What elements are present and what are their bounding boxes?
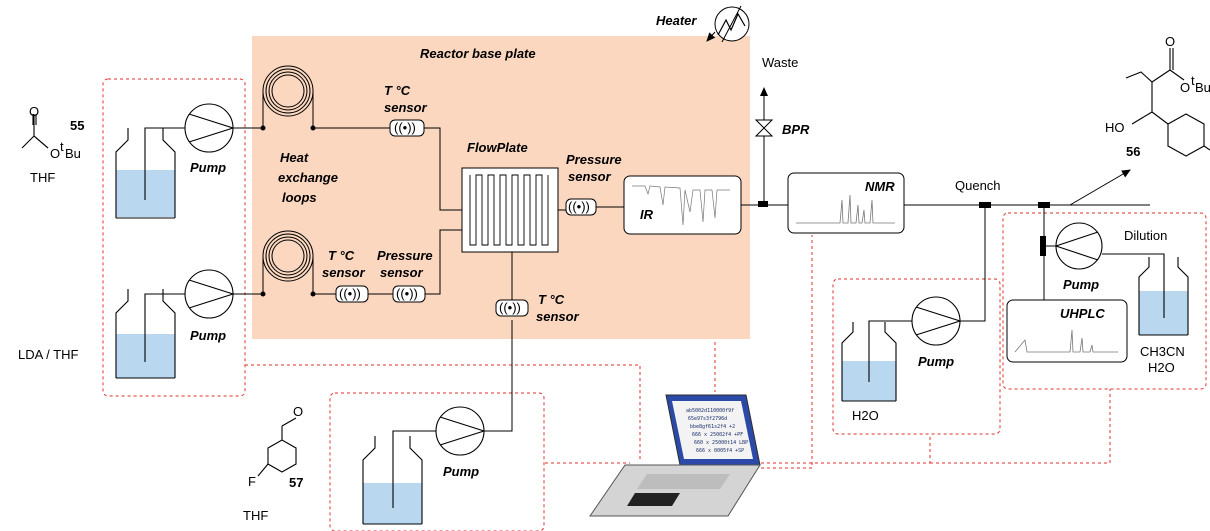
t-sensor-2-line1: T °C xyxy=(328,248,355,263)
screen-line-1: ab5002d110000f9f xyxy=(686,408,734,414)
screen-line-5: 660 x 25000t14 LBP xyxy=(694,440,748,446)
pump-icon xyxy=(435,406,486,456)
compound-56-label: 56 xyxy=(1126,144,1140,159)
chem-o: O xyxy=(29,104,39,119)
pump-label-h2o: Pump xyxy=(918,354,954,369)
svg-text:((•)): ((•)) xyxy=(394,120,416,135)
valve-icon xyxy=(754,119,774,137)
solvent-thf-1: THF xyxy=(30,170,55,185)
chem-aldehyde-o: O xyxy=(293,404,303,419)
heat-exchange-label-2: exchange xyxy=(278,170,338,185)
chem-otbu-t: t xyxy=(60,139,64,154)
screen-line-2: 65e97s3f2796d xyxy=(688,416,727,422)
pressure-sensor-2-line1: Pressure xyxy=(566,152,622,167)
t-sensor-1-line1: T °C xyxy=(384,83,411,98)
nmr-label: NMR xyxy=(865,179,895,194)
ir-spectrometer xyxy=(623,175,742,235)
compound-55-label: 55 xyxy=(70,118,84,133)
chem-otbu-56-bu: Bu xyxy=(1195,80,1210,95)
screen-line-3: bbe8gf61s2f4 +2 xyxy=(690,424,735,430)
compound-56-structure xyxy=(1125,48,1210,157)
reservoir-icon xyxy=(1102,253,1189,336)
chem-otbu-56-t: t xyxy=(1191,73,1195,88)
sensor-icon: ((•)) xyxy=(495,299,529,317)
svg-text:((•)): ((•)) xyxy=(339,286,361,301)
uhplc-label: UHPLC xyxy=(1060,306,1105,321)
chem-f-57: F xyxy=(248,474,256,489)
t-sensor-2-line2: sensor xyxy=(322,265,366,280)
pump-label-2: Pump xyxy=(190,328,226,343)
chem-otbu-56-o: O xyxy=(1180,80,1190,95)
pump-icon xyxy=(911,296,962,346)
compound-55-structure xyxy=(21,114,49,149)
chem-otbu-o: O xyxy=(50,146,60,161)
compound-57-label: 57 xyxy=(289,475,303,490)
sensor-icon: ((•)) xyxy=(565,198,597,216)
solvent-water: H2O xyxy=(852,408,879,423)
svg-text:((•)): ((•)) xyxy=(396,286,418,301)
reservoir-icon xyxy=(115,127,185,219)
bpr-label: BPR xyxy=(782,122,810,137)
t-sensor-3-line1: T °C xyxy=(538,292,565,307)
compound-57-structure xyxy=(257,417,297,477)
heater-icon xyxy=(706,5,750,43)
pump-icon xyxy=(184,269,235,319)
pressure-sensor-1-line1: Pressure xyxy=(377,248,433,263)
laptop-icon xyxy=(589,394,761,517)
reservoir-icon xyxy=(115,289,185,379)
flowplate-icon xyxy=(461,167,559,253)
pressure-sensor-1-line2: sensor xyxy=(380,265,424,280)
solvent-acn: CH3CN xyxy=(1140,344,1185,359)
sensor-icon: ((•)) xyxy=(392,285,426,303)
pump-icon xyxy=(1054,222,1103,270)
chem-o-56: O xyxy=(1165,34,1175,49)
svg-text:((•)): ((•)) xyxy=(499,300,521,315)
solvent-lda-thf: LDA / THF xyxy=(18,347,79,362)
flowplate-label: FlowPlate xyxy=(467,140,528,155)
heater-label: Heater xyxy=(656,13,697,28)
t-sensor-3-line2: sensor xyxy=(536,309,580,324)
svg-text:((•)): ((•)) xyxy=(568,199,590,214)
control-lines xyxy=(102,78,1207,531)
nmr-spectrometer xyxy=(787,172,905,234)
sensor-icon: ((•)) xyxy=(335,285,369,303)
solvent-thf-2: THF xyxy=(243,508,268,523)
pump-label-3: Pump xyxy=(443,464,479,479)
pressure-sensor-2-line2: sensor xyxy=(568,169,612,184)
reactor-base-plate-label: Reactor base plate xyxy=(420,46,536,61)
uhplc-detector xyxy=(1006,299,1128,363)
reservoir-icon xyxy=(841,320,912,402)
reservoir-icon xyxy=(362,430,437,525)
screen-line-4: 666 x 25002f4 +PF xyxy=(692,432,743,438)
chem-ho-56: HO xyxy=(1105,120,1125,135)
waste-label: Waste xyxy=(762,55,798,70)
sensor-icon: ((•)) xyxy=(389,119,425,137)
pump-label-1: Pump xyxy=(190,160,226,175)
t-sensor-1-line2: sensor xyxy=(384,100,428,115)
ir-label: IR xyxy=(640,207,654,222)
screen-line-6: 666 x 0005f4 +SP xyxy=(696,448,744,454)
heat-exchange-label-1: Heat xyxy=(280,150,309,165)
pump-label-dilution: Pump xyxy=(1063,277,1099,292)
quench-label: Quench xyxy=(955,178,1001,193)
solvent-acn-water: H2O xyxy=(1148,360,1175,375)
chem-otbu-bu: Bu xyxy=(65,146,81,161)
pump-icon xyxy=(184,103,235,153)
dilution-label: Dilution xyxy=(1124,228,1167,243)
heat-exchange-label-3: loops xyxy=(282,190,317,205)
